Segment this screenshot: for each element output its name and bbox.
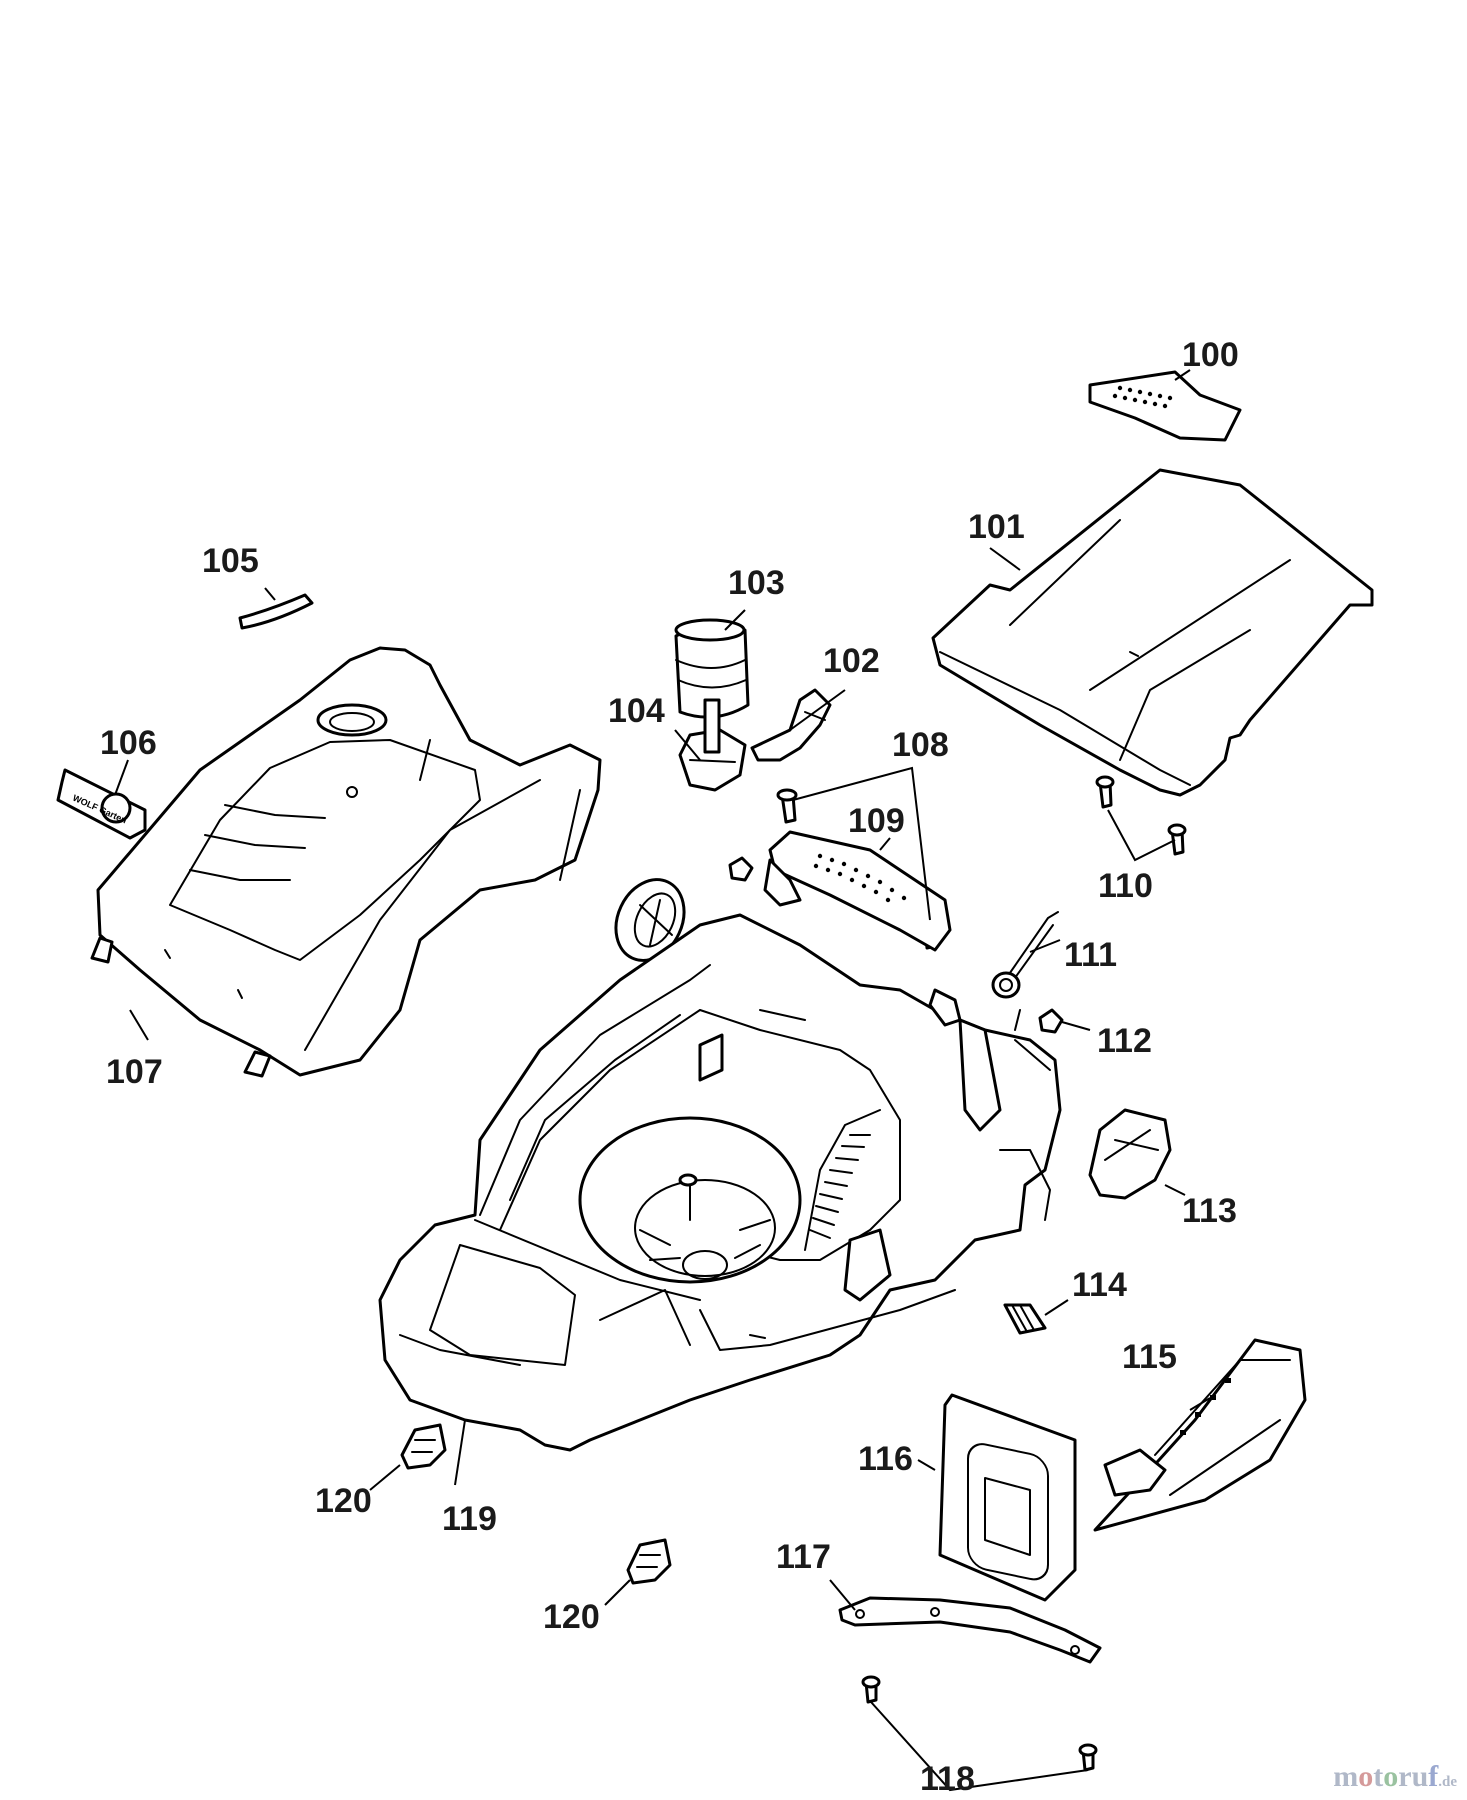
wm-u: u [1411, 1760, 1429, 1793]
part-110-screws [1095, 775, 1187, 856]
part-100-grip [1088, 370, 1242, 442]
part-111-spring [991, 911, 1059, 999]
part-120b-clip [626, 1538, 672, 1585]
callout-100: 100 [1182, 336, 1239, 374]
part-115-chute [1093, 1338, 1307, 1532]
callout-120b: 120 [543, 1598, 600, 1636]
part-106-logo-plate: WOLF Garten [56, 768, 147, 840]
watermark-logo: motoruf.de [1333, 1760, 1457, 1794]
small-nut [728, 856, 754, 882]
wm-r: r [1398, 1760, 1412, 1793]
callout-119: 119 [442, 1500, 497, 1538]
leader-lines [114, 369, 1211, 1792]
wm-f: f [1428, 1760, 1439, 1793]
callout-113: 113 [1182, 1192, 1237, 1230]
callout-115: 115 [1122, 1338, 1177, 1376]
callout-109: 109 [848, 802, 905, 840]
callout-106: 106 [100, 724, 157, 762]
callout-117: 117 [776, 1538, 831, 1576]
part-112-nut [1038, 1008, 1064, 1034]
callout-111: 111 [1064, 936, 1117, 974]
part-101-flap [931, 468, 1374, 797]
wm-t: t [1373, 1760, 1384, 1793]
part-120a-clip [400, 1423, 447, 1470]
part-107-housing-cover [90, 646, 602, 1078]
callout-103: 103 [728, 564, 785, 602]
wheel-hub [614, 878, 686, 962]
wm-o1: o [1358, 1760, 1374, 1793]
callout-118: 118 [920, 1760, 975, 1798]
callout-107: 107 [106, 1053, 163, 1091]
callout-102: 102 [823, 642, 880, 680]
wm-m: m [1333, 1760, 1359, 1793]
callout-120a: 120 [315, 1482, 372, 1520]
callout-108: 108 [892, 726, 949, 764]
callout-114: 114 [1072, 1266, 1127, 1304]
part-103-cylinder [674, 618, 750, 719]
part-118-screws [861, 1675, 1098, 1772]
part-113-knob [1088, 1108, 1172, 1200]
part-119-main-deck [378, 858, 1062, 1452]
part-102-lever [750, 688, 832, 762]
part-105-cord [238, 593, 314, 630]
wm-tld: .de [1438, 1774, 1457, 1790]
callout-110: 110 [1098, 867, 1153, 905]
wm-o2: o [1383, 1760, 1399, 1793]
part-109-handle-bar [768, 830, 952, 952]
callout-101: 101 [968, 508, 1025, 546]
part-117-strip [838, 1596, 1102, 1664]
part-114-bushing [1003, 1303, 1047, 1335]
callout-labels: 100 101 102 103 104 105 106 107 108 109 … [100, 336, 1239, 1798]
callout-105: 105 [202, 542, 259, 580]
callout-112: 112 [1097, 1022, 1152, 1060]
callout-116: 116 [858, 1440, 913, 1478]
part-104-hub [678, 698, 747, 792]
callout-104: 104 [608, 692, 665, 730]
part-116-plate [938, 1393, 1077, 1602]
